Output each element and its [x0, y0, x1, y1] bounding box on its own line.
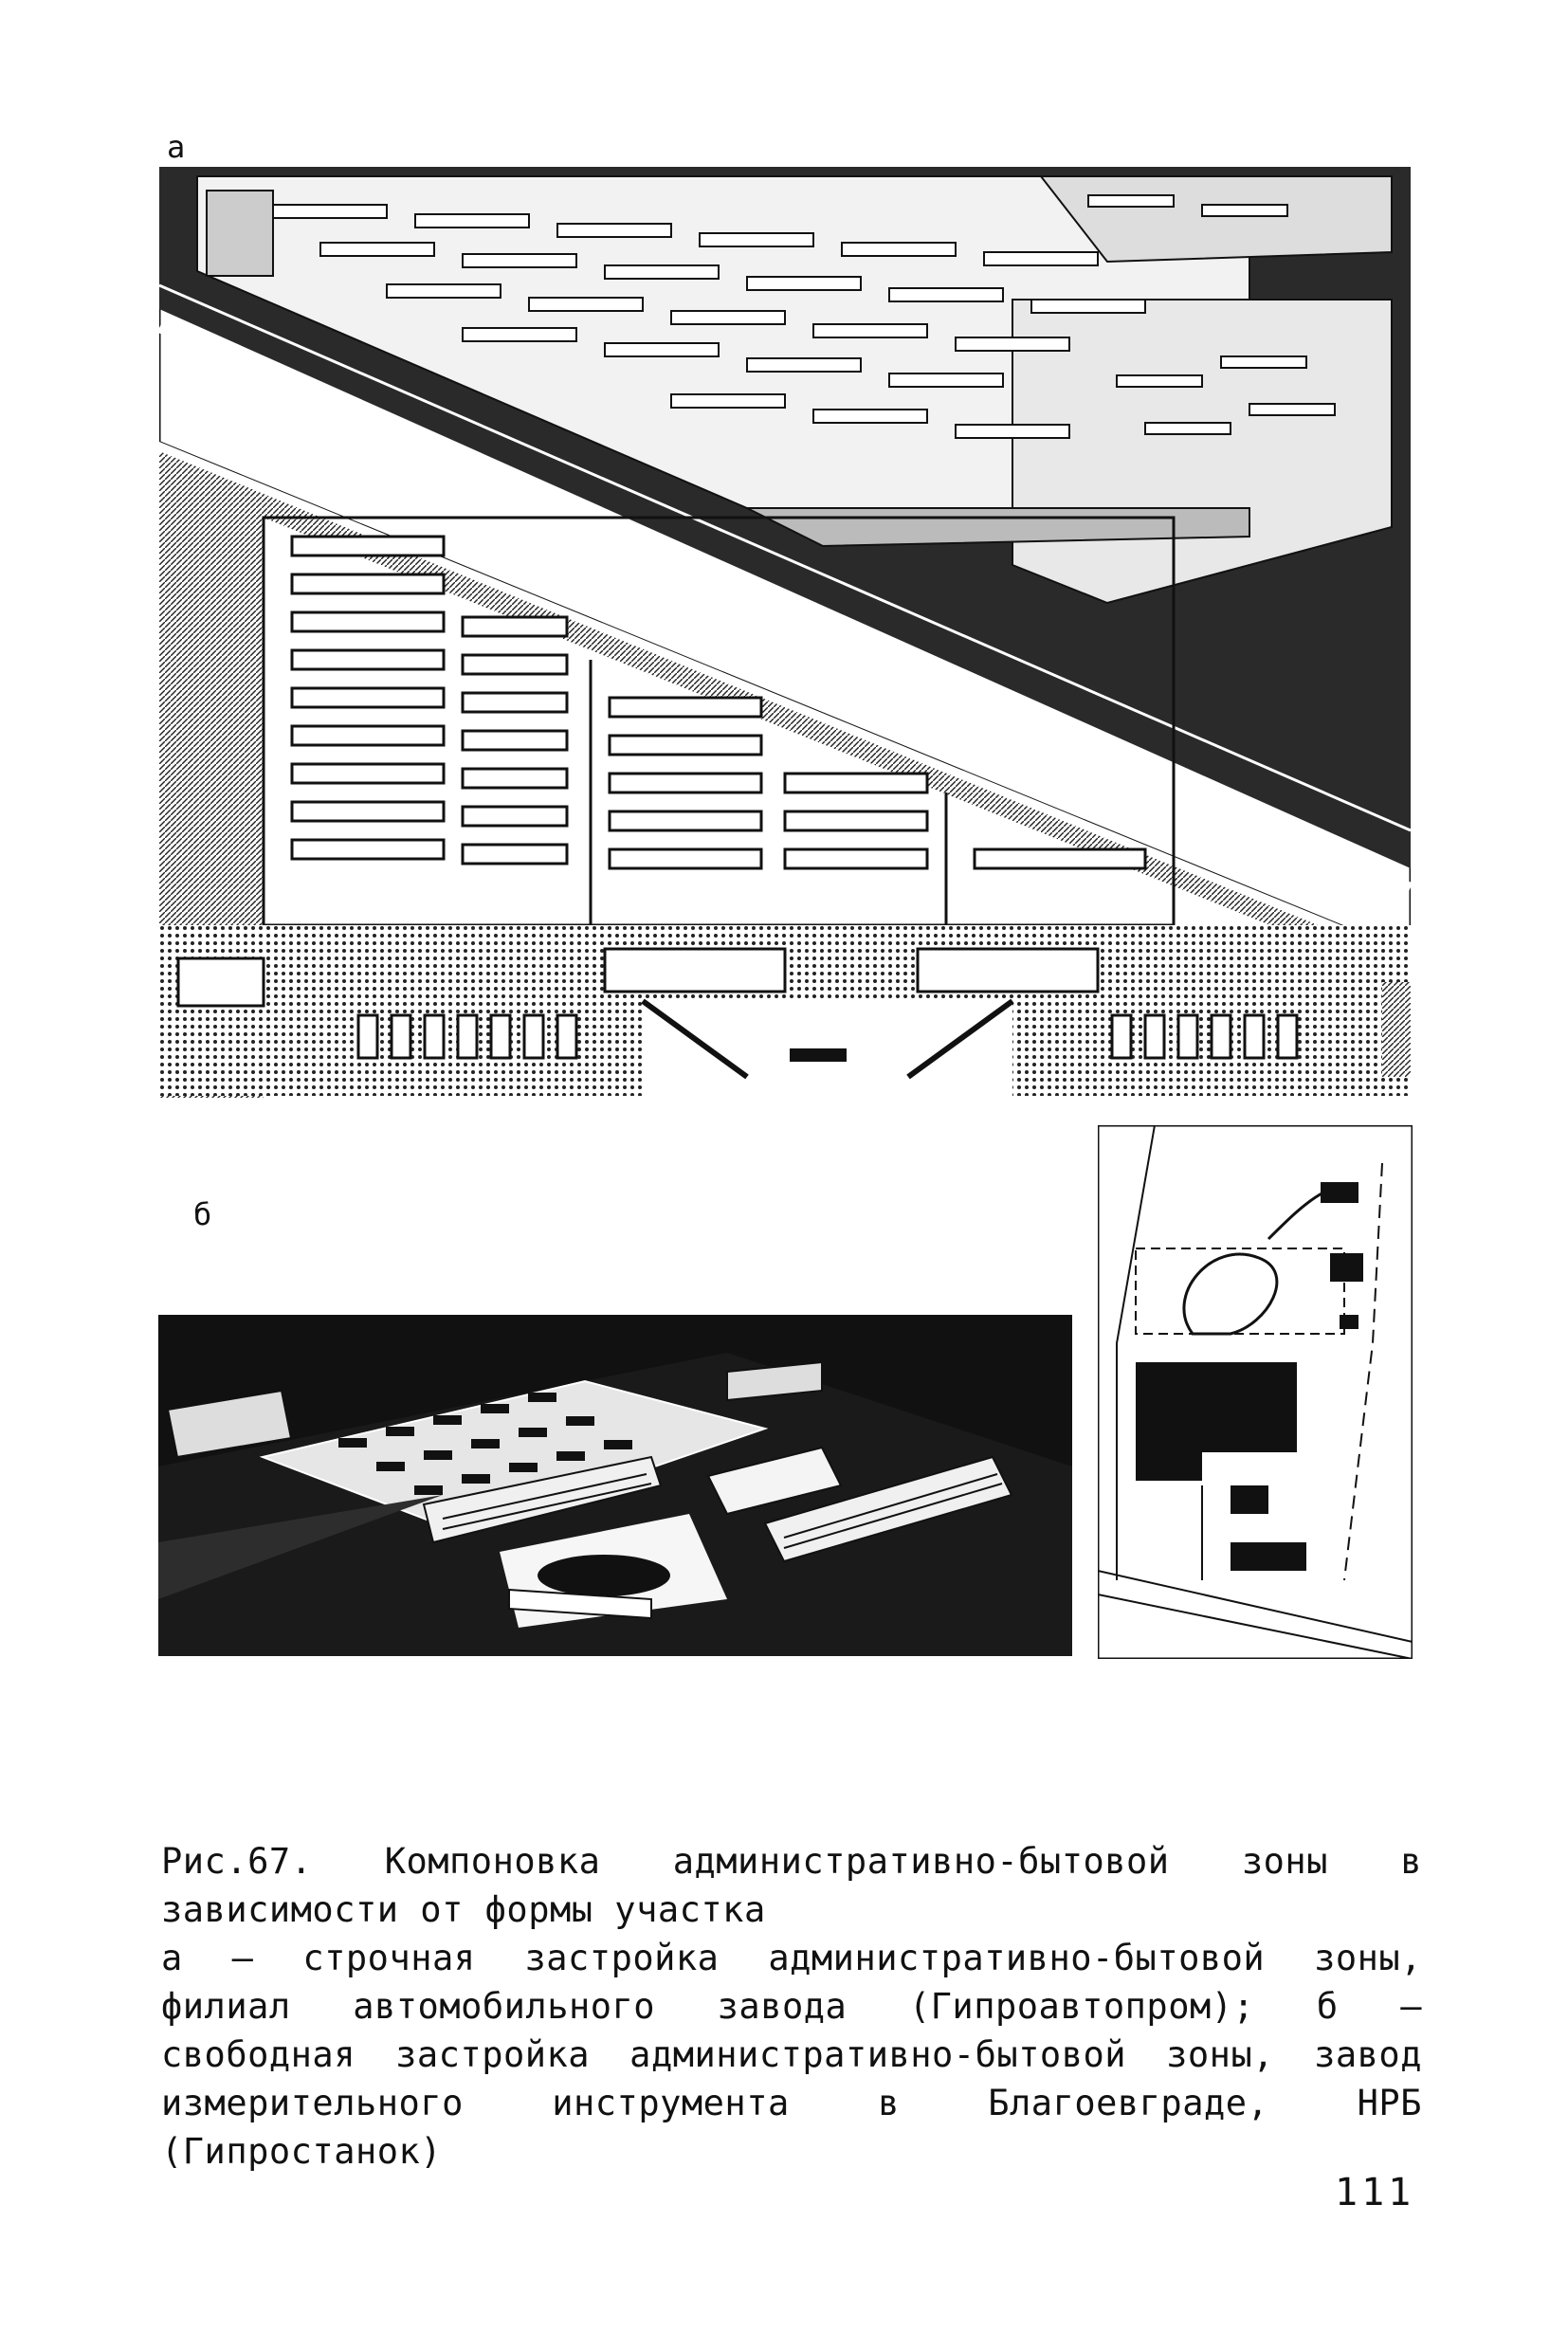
- figure-a-image: [159, 167, 1411, 1098]
- figure-b-site-plan: [1098, 1125, 1413, 1659]
- figure-a-label: а: [167, 129, 186, 165]
- figure-b-label: б: [193, 1196, 212, 1232]
- figure-caption: Рис.67. Компоновка административно-бытов…: [161, 1837, 1422, 2176]
- figure-b-photo: [158, 1315, 1072, 1656]
- page-number: 111: [1335, 2171, 1415, 2214]
- caption-title: Рис.67. Компоновка административно-бытов…: [161, 1841, 1422, 1930]
- caption-text: а – строчная застройка административно-б…: [161, 1938, 1422, 2172]
